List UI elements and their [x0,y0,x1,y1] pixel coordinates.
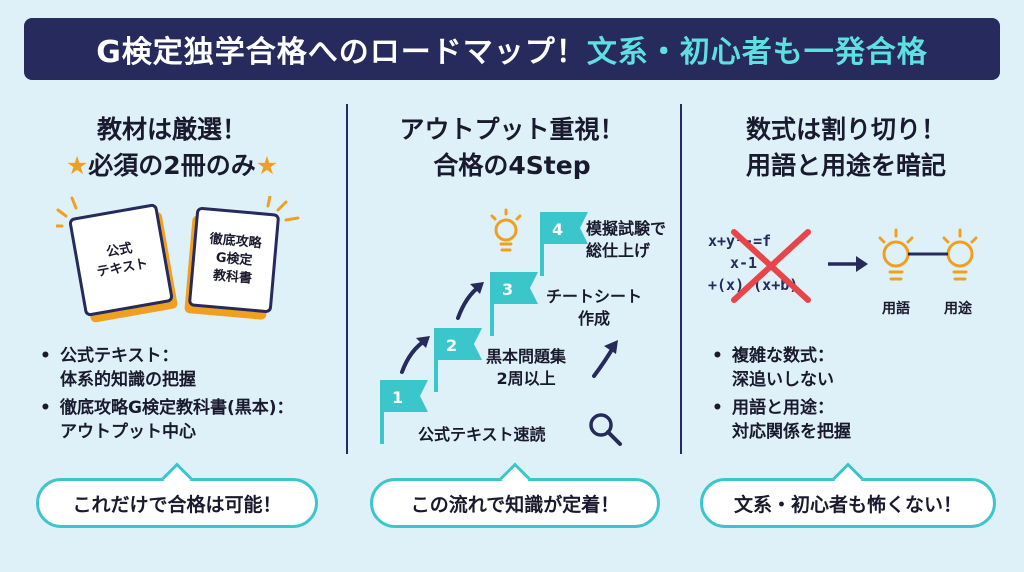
col1-bullets: • 公式テキスト：体系的知識の把握 • 徹底攻略G検定教科書(黒本)：アウトプッ… [40,344,340,448]
col3-title-line1: 数式は割り切り！ [745,115,946,144]
list-item: • 複雑な数式：深追いしない [712,346,834,390]
bulb-label-term: 用語 [882,301,910,317]
step-3-label: チートシート 作成 [546,287,643,328]
book-official-text: 公式 テキスト [68,202,174,318]
svg-text:3: 3 [502,280,513,299]
flag-2: 2 [434,328,482,392]
flag-4: 4 [540,212,588,276]
svg-text:4: 4 [552,220,563,239]
list-item: • 公式テキスト：体系的知識の把握 [40,346,196,390]
flag-1: 1 [380,380,428,444]
col3-callout-bubble: 文系・初心者も怖くない！ [700,462,996,528]
col2-title-line2: 合格の4Step [433,151,591,180]
col1-title: 教材は厳選！ ★必須の2冊のみ★ [22,112,322,184]
step-1-label: 公式テキスト速読 [418,425,546,444]
arrow-right-icon [828,256,868,272]
svg-text:2: 2 [446,336,457,355]
column-divider-1 [346,104,348,454]
svg-text:1: 1 [392,388,403,407]
col3-bullets: • 複雑な数式：深追いしない • 用語と用途：対応関係を把握 [712,344,1002,448]
col1-title-line1: 教材は厳選！ [96,115,247,144]
flag-3: 3 [490,272,538,336]
book-kurohon: 徹底攻略 G検定 教科書 [187,206,281,314]
star-icon: ★ [65,151,89,180]
col2-callout-bubble: この流れで知識が定着！ [370,462,660,528]
step-2-label: 黒本問題集 2周以上 [486,347,567,388]
step-4-label: 模擬試験で 総仕上げ [586,219,667,260]
cross-out-icon [731,229,811,303]
header-title-accent: 文系・初心者も一発合格 [586,35,928,70]
col3-title-line2: 用語と用途を暗記 [745,151,946,180]
lightbulbs-icon [878,228,978,281]
header-banner: G検定独学合格へのロードマップ！ 文系・初心者も一発合格 [24,18,1000,80]
step-flags-diagram: 1 2 3 4 [380,212,618,444]
col2-title-line1: アウトプット重視！ [399,115,625,144]
lightbulb-icon [490,208,522,252]
header-title-main: G検定独学合格へのロードマップ！ [96,35,587,70]
sparkle-icon [56,196,300,228]
col1-title-line2: 必須の2冊のみ [88,151,256,180]
list-item: • 徹底攻略G検定教科書(黒本)：アウトプット中心 [40,398,294,442]
bulb-label-usage: 用途 [944,301,972,317]
column-divider-2 [680,104,682,454]
col1-callout-bubble: これだけで合格は可能！ [36,462,318,528]
col2-title: アウトプット重視！ 合格の4Step [362,112,662,184]
magnifier-icon [589,413,622,446]
list-item: • 用語と用途：対応関係を把握 [712,398,851,442]
star-icon: ★ [255,151,279,180]
col3-title: 数式は割り切り！ 用語と用途を暗記 [696,112,996,184]
